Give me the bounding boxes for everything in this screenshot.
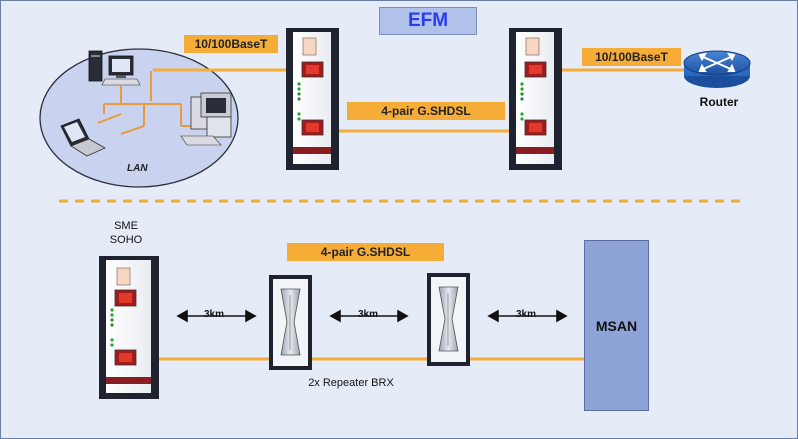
link-label-shdsl-top: 4-pair G.SHDSL (347, 102, 505, 120)
msan-label: MSAN (595, 317, 638, 334)
distance-arrows (176, 309, 568, 323)
link-label-shdsl-bottom: 4-pair G.SHDSL (287, 243, 444, 261)
soho-label: SOHO (109, 234, 143, 246)
link-label-ethernet-left: 10/100BaseT (184, 35, 278, 53)
lan-label: LAN (127, 163, 148, 174)
sme-label: SME (114, 220, 138, 232)
repeater-icon (269, 275, 312, 370)
desktop-computer-icon (180, 92, 232, 146)
distance-label: 3km (358, 309, 379, 320)
shdsl-modem-icon (286, 28, 339, 170)
diagram-title: EFM (379, 7, 477, 35)
repeater-icon (427, 273, 470, 366)
link-lines (135, 68, 687, 361)
msan-box: MSAN (584, 240, 649, 411)
distance-label: 3km (516, 309, 537, 320)
desktop-computer-icon (88, 50, 141, 86)
distance-label: 3km (204, 309, 225, 320)
lan-bus-lines (97, 71, 203, 135)
repeater-label: 2x Repeater BRX (308, 377, 394, 389)
shdsl-modem-icon (509, 28, 562, 170)
shdsl-modem-icon (99, 256, 159, 399)
link-label-ethernet-right: 10/100BaseT (582, 48, 681, 66)
laptop-icon (60, 118, 106, 157)
router-label: Router (699, 95, 739, 109)
router-icon (683, 50, 751, 88)
